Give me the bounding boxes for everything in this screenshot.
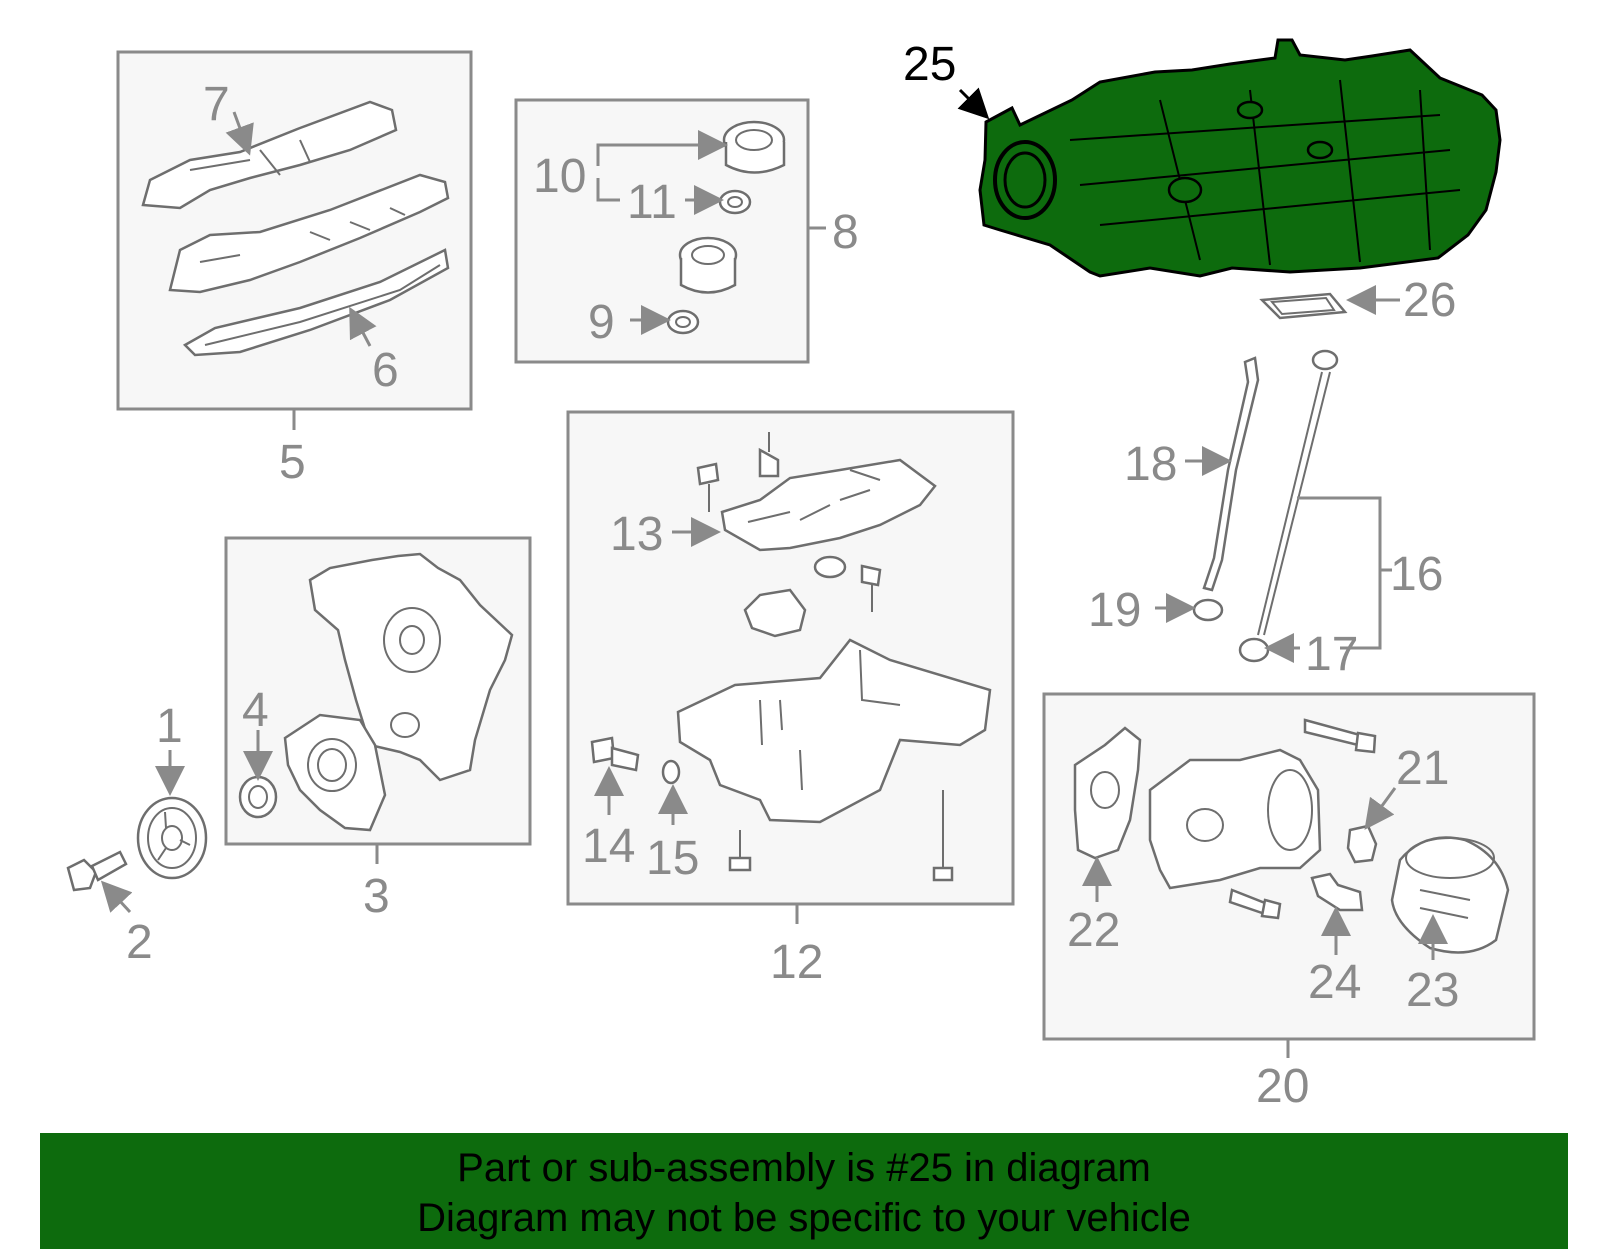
seal-part-9[interactable] [666,309,700,335]
o-ring-part-19[interactable] [1192,598,1224,622]
callout-17: 17 [1305,628,1358,681]
callout-13: 13 [610,508,663,561]
callout-11: 11 [627,176,677,229]
callout-6: 6 [372,344,399,397]
callout-4: 4 [242,684,269,737]
pulley-part-1[interactable] [136,796,208,880]
callout-10: 10 [533,150,586,203]
info-banner: Part or sub-assembly is #25 in diagram D… [40,1133,1568,1249]
seal-part-4[interactable] [238,775,278,819]
callout-16: 16 [1390,548,1443,601]
callout-3: 3 [363,870,390,923]
bolt-12-c[interactable] [860,564,882,612]
cap-part-10[interactable] [722,120,786,174]
callout-23: 23 [1406,964,1459,1017]
timing-cover-part-3[interactable] [308,552,514,782]
intake-manifold-part-25[interactable] [978,38,1502,278]
bolt-part-2[interactable] [66,850,128,892]
cover-part-5-middle[interactable] [168,173,450,294]
cap-part-8[interactable] [678,236,738,294]
oil-filter-adapter-20[interactable] [1148,748,1322,890]
callout-9: 9 [588,296,615,349]
callout-15: 15 [646,832,699,885]
plug-12[interactable] [813,555,847,579]
bolt-12-d[interactable] [728,830,752,872]
callout-25: 25 [903,38,956,91]
callout-18: 18 [1124,438,1177,491]
callout-1: 1 [156,700,183,753]
banner-line-1: Part or sub-assembly is #25 in diagram [457,1146,1151,1190]
dipstick-part-16[interactable] [1257,349,1339,636]
o-ring-part-17[interactable] [1238,637,1270,663]
callout-26: 26 [1403,274,1456,327]
callout-14: 14 [582,820,635,873]
seal-part-11[interactable] [718,189,752,215]
callout-7: 7 [203,78,230,131]
heat-shield-part-7[interactable] [141,100,398,210]
oil-pump-pickup-12[interactable] [743,588,807,638]
gasket-part-26[interactable] [1259,292,1348,320]
drain-plug-part-14[interactable] [590,736,640,772]
callout-12: 12 [770,936,823,989]
bolt-20-a[interactable] [1303,718,1377,754]
callout-2: 2 [126,916,153,969]
callout-5: 5 [279,436,306,489]
sensor-part-24[interactable] [1310,872,1364,912]
gasket-part-22[interactable] [1073,726,1142,860]
banner-line-2: Diagram may not be specific to your vehi… [417,1196,1191,1240]
oil-pan-12[interactable] [676,638,992,824]
gasket-part-6[interactable] [182,248,450,357]
bolt-12-e[interactable] [932,790,954,882]
cover-plate-3[interactable] [283,713,387,832]
washer-part-15[interactable] [661,759,681,785]
callout-8: 8 [832,206,859,259]
bolt-20-b[interactable] [1228,888,1282,920]
dipstick-tube-part-18[interactable] [1202,356,1260,592]
callout-19: 19 [1088,584,1141,637]
callout-20: 20 [1256,1060,1309,1113]
baffle-part-13[interactable] [720,458,937,552]
callout-22: 22 [1067,904,1120,957]
callout-21: 21 [1396,742,1449,795]
bolt-12-b[interactable] [758,432,780,478]
bolt-12-a[interactable] [696,462,720,512]
callout-24: 24 [1308,956,1361,1009]
